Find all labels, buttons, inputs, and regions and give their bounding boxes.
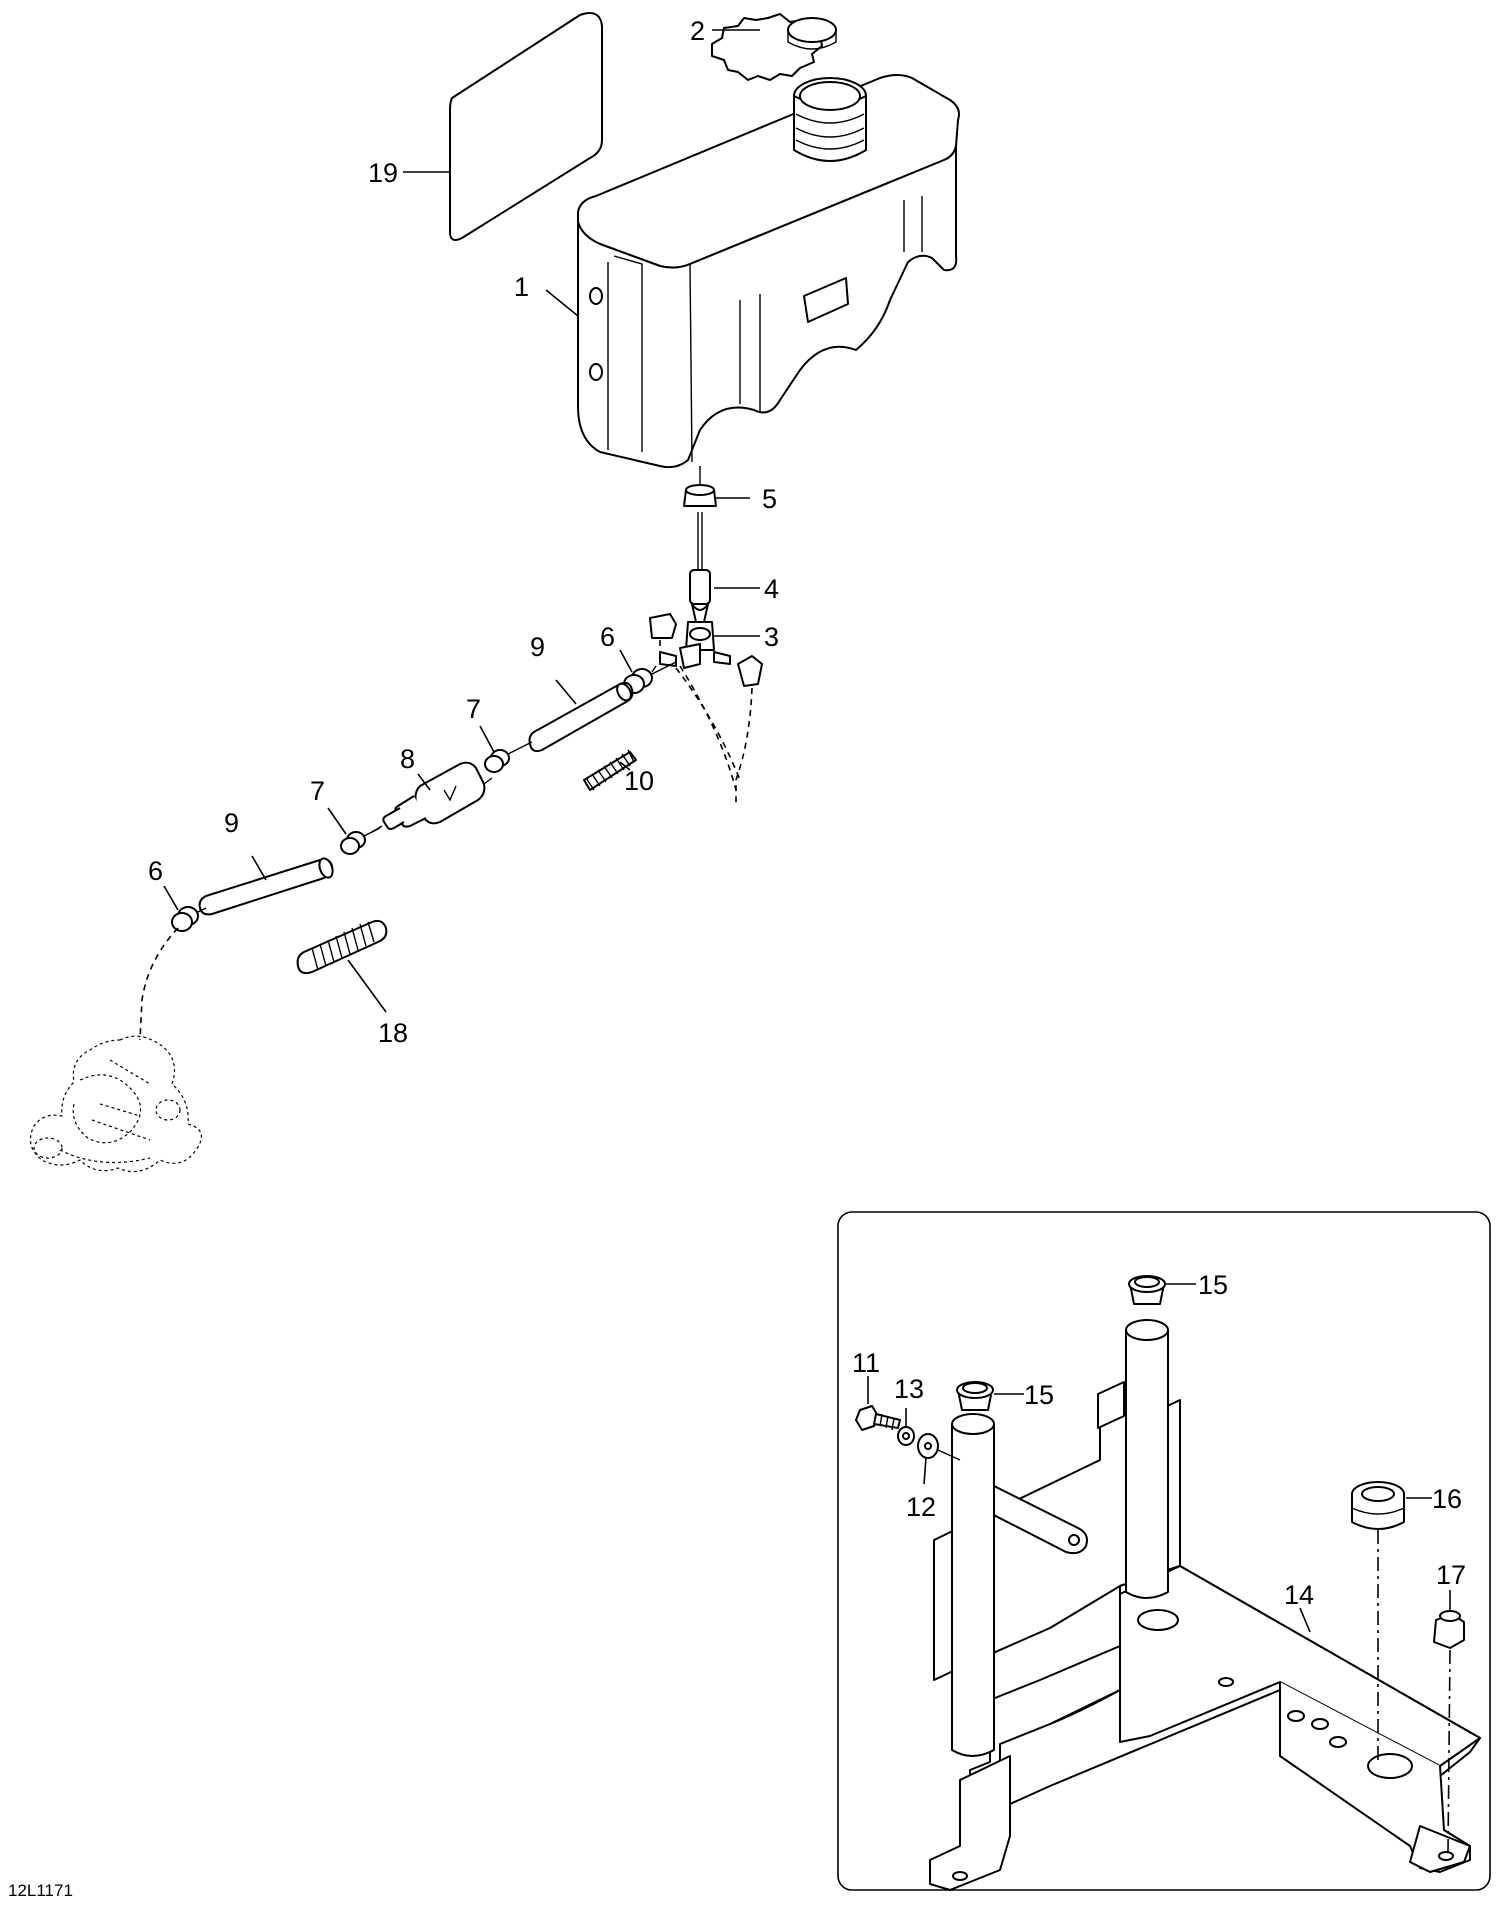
figure-id: 12L1171 <box>8 1881 73 1900</box>
callout-9b: 9 <box>224 808 239 838</box>
grommet-icon <box>956 1381 994 1411</box>
callout-12: 12 <box>906 1492 936 1522</box>
callout-7b: 7 <box>310 776 325 806</box>
leader-10 <box>619 761 631 771</box>
callout-19: 19 <box>368 158 398 188</box>
leader-6a <box>619 649 633 673</box>
leader-7b <box>327 807 347 835</box>
callout-17: 17 <box>1436 1560 1466 1590</box>
callout-14: 14 <box>1284 1580 1314 1610</box>
decal-icon <box>449 12 603 241</box>
leader-8 <box>417 773 431 791</box>
fuel-filter-icon <box>382 761 493 830</box>
leader-9b <box>251 855 267 881</box>
callout-10: 10 <box>624 766 654 796</box>
washer-icon <box>897 1426 915 1446</box>
carburetor-ghost-icon <box>29 1035 203 1173</box>
grommet-icon <box>1351 1481 1405 1530</box>
nut-icon <box>1433 1610 1465 1649</box>
callout-3: 3 <box>764 622 779 652</box>
spring-icon <box>583 749 637 791</box>
callout-8: 8 <box>400 744 415 774</box>
clamp-icon <box>171 906 199 932</box>
callout-15b: 15 <box>1024 1380 1054 1410</box>
leader-18 <box>347 959 387 1013</box>
callout-4: 4 <box>764 574 779 604</box>
hose-icon <box>528 681 634 753</box>
leader-1 <box>545 289 579 317</box>
callout-11: 11 <box>852 1348 880 1378</box>
leader-12 <box>923 1457 927 1485</box>
hose-icon <box>198 857 334 916</box>
spring-icon <box>296 919 388 975</box>
callout-15a: 15 <box>1198 1270 1228 1300</box>
grommet-icon <box>683 484 717 507</box>
clamp-icon <box>484 749 510 773</box>
detail-inset-frame <box>837 1211 1491 1891</box>
leader-6b <box>163 885 179 911</box>
leader-14 <box>1299 1607 1311 1633</box>
callout-18: 18 <box>378 1018 408 1048</box>
callout-7a: 7 <box>466 694 481 724</box>
washer-icon <box>917 1433 939 1459</box>
clamp-icon <box>623 665 657 694</box>
fuel-tank-icon <box>577 74 960 469</box>
grommet-icon <box>1128 1275 1166 1305</box>
callout-5: 5 <box>762 484 777 514</box>
callout-13: 13 <box>894 1374 924 1404</box>
callout-6a: 6 <box>600 622 615 652</box>
fuel-cap-icon <box>711 13 837 81</box>
callout-6b: 6 <box>148 856 163 886</box>
clamp-icon <box>340 831 366 855</box>
callout-16: 16 <box>1432 1484 1462 1514</box>
bolt-icon <box>855 1405 901 1431</box>
callout-2: 2 <box>690 16 705 46</box>
leader-9a <box>555 679 577 705</box>
fuel-valve-icon <box>649 512 763 687</box>
callout-1: 1 <box>514 272 529 302</box>
callout-9a: 9 <box>530 632 545 662</box>
tank-support-frame-icon <box>929 1319 1481 1891</box>
leader-7a <box>479 725 495 753</box>
